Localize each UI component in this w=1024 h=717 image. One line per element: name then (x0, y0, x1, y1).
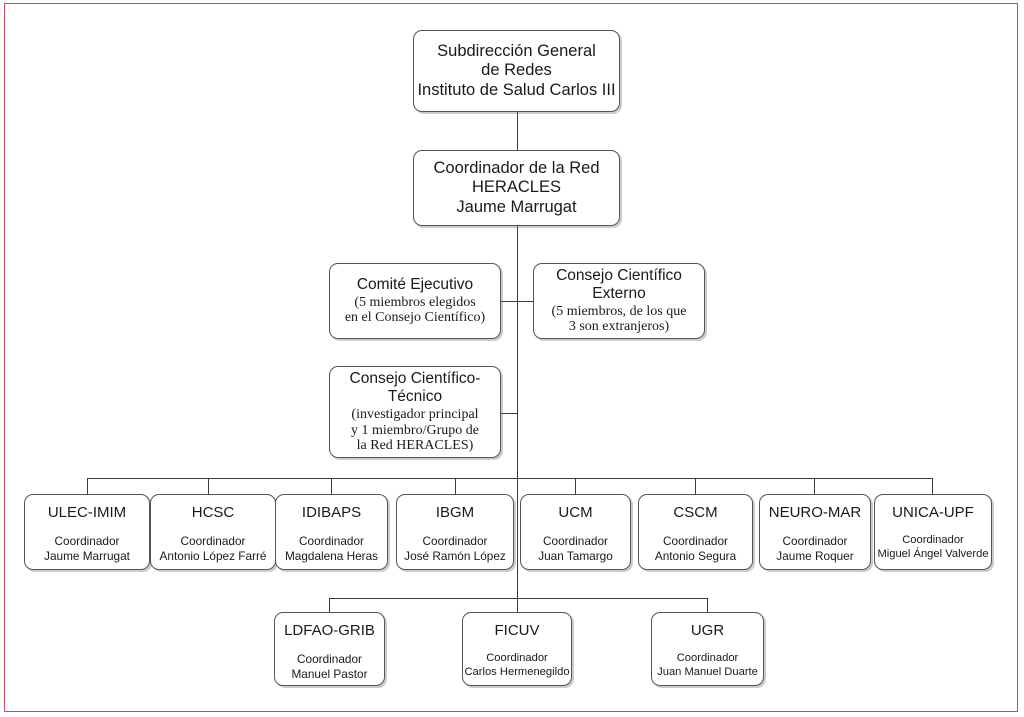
unit-person: Antonio Segura (654, 548, 737, 563)
unit-role: Coordinador (663, 534, 728, 549)
connector-drop-ugr (707, 598, 709, 612)
box-unit-ficuv[interactable]: FICUV Coordinador Carlos Hermenegildo (462, 612, 572, 686)
connector-drop-ibgm (455, 478, 457, 494)
unit-name: NEURO-MAR (768, 504, 862, 521)
unit-role: Coordinador (54, 534, 120, 549)
box-unit-cscm[interactable]: CSCM Coordinador Antonio Segura (638, 494, 753, 570)
box-unit-ulec-imim[interactable]: ULEC-IMIM Coordinador Jaume Marrugat (24, 494, 150, 570)
unit-name: UNICA-UPF (892, 504, 974, 521)
box-detail: (investigador principal y 1 miembro/Grup… (351, 406, 479, 454)
box-unit-neuro-mar[interactable]: NEURO-MAR Coordinador Jaume Roquer (759, 494, 871, 570)
unit-role: Coordinador (902, 534, 964, 547)
box-detail: (5 miembros elegidos en el Consejo Cient… (344, 294, 486, 326)
box-unit-ldfao-grib[interactable]: LDFAO-GRIB Coordinador Manuel Pastor (274, 612, 385, 686)
unit-person: Carlos Hermenegildo (464, 665, 570, 678)
connector-consejo-tecnico-stub (501, 412, 517, 414)
box-title: Consejo Científico Externo (556, 266, 682, 302)
box-comite-ejecutivo[interactable]: Comité Ejecutivo (5 miembros elegidos en… (329, 263, 501, 339)
unit-person: Antonio López Farré (159, 548, 267, 563)
box-unit-idibaps[interactable]: IDIBAPS Coordinador Magdalena Heras (275, 494, 388, 570)
box-coordinador-red[interactable]: Coordinador de la Red HERACLES Jaume Mar… (413, 150, 620, 226)
unit-name: LDFAO-GRIB (284, 622, 375, 639)
unit-person: Juan Manuel Duarte (657, 665, 758, 678)
unit-role: Coordinador (422, 534, 488, 549)
unit-role: Coordinador (297, 652, 362, 667)
box-title: Comité Ejecutivo (356, 275, 474, 293)
unit-name: UCM (558, 504, 593, 521)
connector-drop-ficuv (516, 598, 518, 612)
connector-drop-idibaps (331, 478, 333, 494)
box-consejo-cientifico-tecnico[interactable]: Consejo Científico- Técnico (investigado… (329, 366, 501, 458)
unit-name: UGR (690, 622, 725, 639)
connector-drop-cscm (695, 478, 697, 494)
connector-committees-horizontal (501, 301, 535, 303)
unit-person: Manuel Pastor (291, 666, 368, 681)
box-unit-ugr[interactable]: UGR Coordinador Juan Manuel Duarte (651, 612, 764, 686)
box-unit-unica-upf[interactable]: UNICA-UPF Coordinador Miguel Ángel Valve… (874, 494, 992, 570)
unit-name: ULEC-IMIM (47, 504, 127, 521)
unit-name: FICUV (494, 622, 540, 639)
connector-root-to-coordinator (516, 112, 518, 150)
connector-units-row2-bar (329, 598, 708, 600)
unit-person: Jaume Marrugat (44, 548, 130, 563)
box-consejo-cientifico-externo[interactable]: Consejo Científico Externo (5 miembros, … (533, 263, 705, 339)
unit-person: Juan Tamargo (538, 548, 613, 563)
connector-drop-hcsc (207, 478, 209, 494)
box-detail: (5 miembros, de los que 3 son extranjero… (551, 303, 687, 335)
box-title: Subdirección General de Redes Instituto … (417, 42, 616, 99)
box-unit-ibgm[interactable]: IBGM Coordinador José Ramón López (396, 494, 514, 570)
connector-main-trunk (516, 226, 518, 478)
unit-role: Coordinador (180, 534, 246, 549)
connector-drop-ulec-imim (87, 478, 89, 494)
unit-person: José Ramón López (404, 548, 506, 563)
box-subdireccion-general[interactable]: Subdirección General de Redes Instituto … (413, 30, 620, 112)
unit-role: Coordinador (543, 534, 608, 549)
unit-name: IBGM (435, 504, 475, 521)
box-title: Coordinador de la Red HERACLES Jaume Mar… (433, 159, 600, 216)
connector-trunk-to-row2 (516, 478, 518, 598)
unit-name: IDIBAPS (301, 504, 362, 521)
unit-role: Coordinador (486, 652, 548, 665)
unit-name: CSCM (673, 504, 718, 521)
unit-role: Coordinador (676, 652, 739, 665)
unit-person: Miguel Ángel Valverde (877, 547, 989, 560)
unit-role: Coordinador (299, 534, 364, 549)
box-title: Consejo Científico- Técnico (349, 370, 481, 405)
connector-drop-ucm (575, 478, 577, 494)
unit-name: HCSC (191, 504, 235, 521)
unit-person: Jaume Roquer (776, 548, 854, 563)
box-unit-hcsc[interactable]: HCSC Coordinador Antonio López Farré (150, 494, 276, 570)
unit-person: Magdalena Heras (284, 548, 379, 563)
connector-drop-ldfao-grib (329, 598, 331, 612)
connector-drop-neuro-mar (814, 478, 816, 494)
unit-role: Coordinador (782, 534, 848, 549)
connector-drop-unica-upf (932, 478, 934, 494)
box-unit-ucm[interactable]: UCM Coordinador Juan Tamargo (520, 494, 631, 570)
connector-units-row1-bar (87, 478, 933, 480)
